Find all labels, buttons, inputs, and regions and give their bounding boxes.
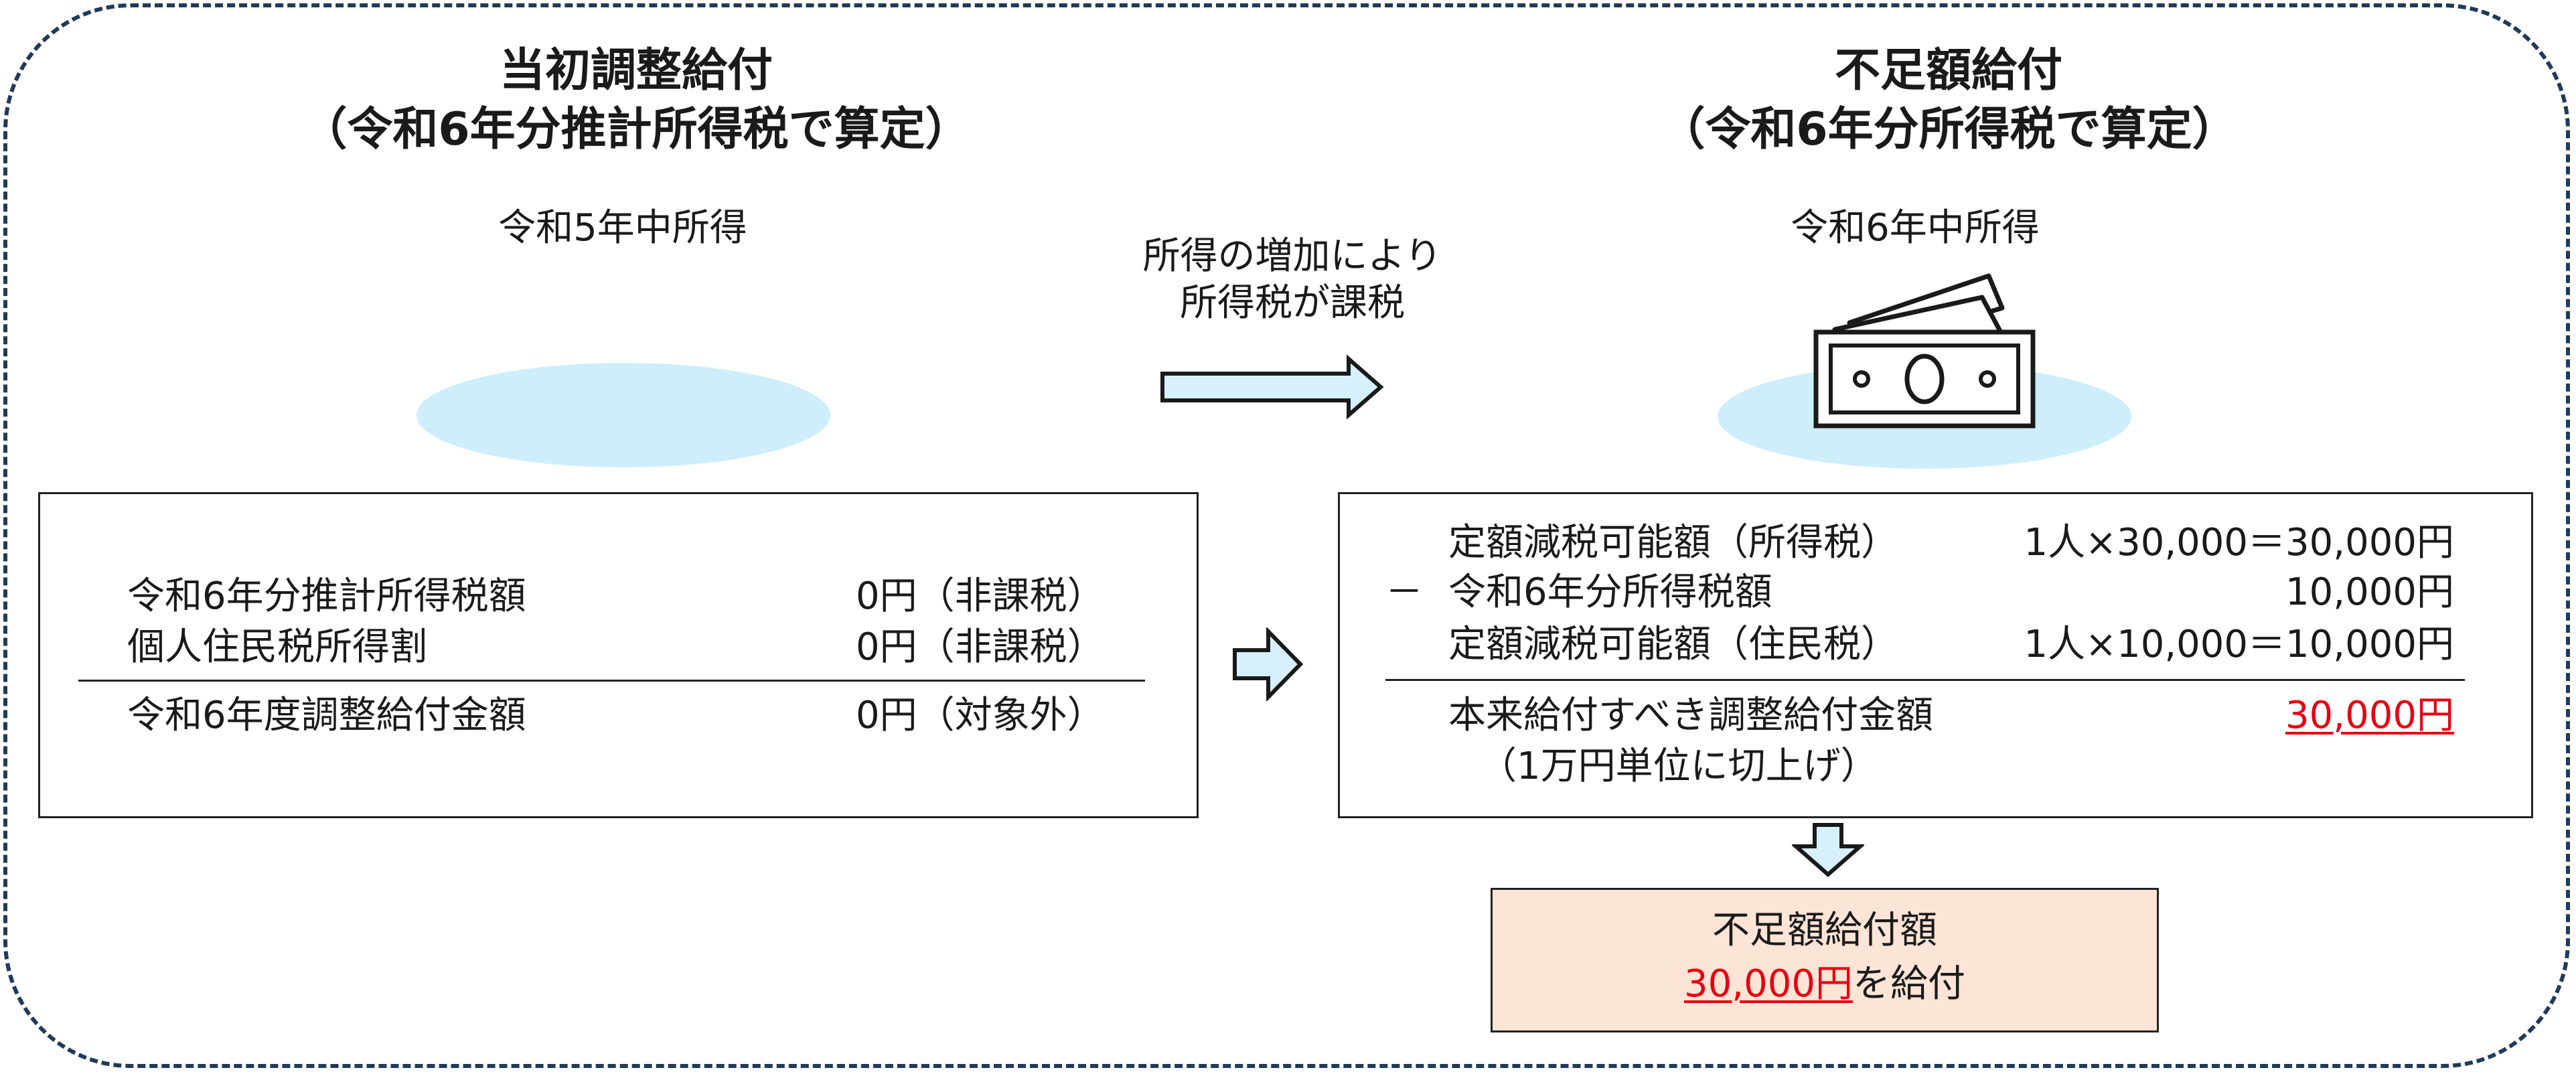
minus-sign: － xyxy=(1385,570,1423,614)
right-title-line1: 不足額給付 xyxy=(1834,44,2062,97)
right-income-label: 令和6年中所得 xyxy=(1791,206,2040,250)
right-calc-box: 定額減税可能額（所得税） 1人×30,000＝30,000円 － 令和6年分所得… xyxy=(1338,492,2533,818)
right-arrow-icon xyxy=(1233,627,1304,701)
middle-note: 所得の増加により 所得税が課税 xyxy=(1058,233,1527,327)
left-sum-rule xyxy=(78,680,1145,682)
right-row-3-label: 定額減税可能額（住民税） xyxy=(1448,623,1898,666)
middle-note-line2: 所得税が課税 xyxy=(1180,281,1405,325)
down-arrow-icon xyxy=(1792,823,1864,877)
right-title: 不足額給付 （令和6年分所得税で算定） xyxy=(1547,42,2350,159)
result-amount: 30,000円 xyxy=(1684,962,1853,1006)
right-row-1-value: 1人×30,000＝30,000円 xyxy=(2024,521,2454,564)
result-suffix: を給付 xyxy=(1852,962,1965,1006)
left-income-label: 令和5年中所得 xyxy=(498,206,747,250)
right-total-value: 30,000円 xyxy=(2285,694,2454,737)
left-title-line1: 当初調整給付 xyxy=(499,44,773,97)
right-title-line2: （令和6年分所得税で算定） xyxy=(1659,103,2238,156)
middle-note-line1: 所得の増加により xyxy=(1142,234,1442,278)
right-sum-rule xyxy=(1385,679,2465,681)
right-row-2-label: 令和6年分所得税額 xyxy=(1448,570,1772,614)
right-arrow-icon xyxy=(1160,354,1384,420)
left-calc-box: 令和6年分推計所得税額 0円（非課税） 個人住民税所得割 0円（非課税） 令和6… xyxy=(38,492,1199,818)
left-total-value: 0円（対象外） xyxy=(856,694,1105,737)
result-box: 不足額給付額 30,000円を給付 xyxy=(1491,888,2159,1032)
right-row-1-label: 定額減税可能額（所得税） xyxy=(1448,521,1898,564)
outer-dashed-frame xyxy=(3,3,2570,1068)
left-row-1-value: 0円（非課税） xyxy=(856,574,1105,618)
left-income-ellipse xyxy=(416,363,830,467)
left-title-line2: （令和6年分推計所得税で算定） xyxy=(301,103,971,156)
left-row-1-label: 令和6年分推計所得税額 xyxy=(127,574,526,618)
left-title: 当初調整給付 （令和6年分推計所得税で算定） xyxy=(234,42,1038,159)
right-row-3-value: 1人×10,000＝10,000円 xyxy=(2024,623,2454,666)
left-total-label: 令和6年度調整給付金額 xyxy=(127,694,526,737)
right-row-2-value: 10,000円 xyxy=(2285,570,2454,614)
left-row-2-label: 個人住民税所得割 xyxy=(127,625,427,669)
banknotes-icon xyxy=(1813,273,2036,429)
result-title: 不足額給付額 xyxy=(1712,909,1937,952)
left-row-2-value: 0円（非課税） xyxy=(856,625,1105,669)
right-total-label: 本来給付すべき調整給付金額 xyxy=(1448,694,1934,737)
result-amount-line: 30,000円を給付 xyxy=(1493,961,2157,1008)
right-total-note: （1万円単位に切上げ） xyxy=(1479,745,1878,788)
